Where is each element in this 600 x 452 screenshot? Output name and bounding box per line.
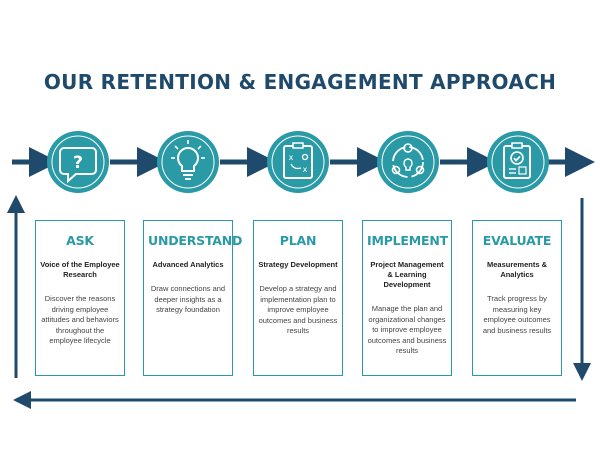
step-card-understand: UNDERSTAND Advanced Analytics Draw conne… [143, 220, 243, 376]
step-description: Manage the plan and organizational chang… [367, 304, 447, 355]
step-heading: IMPLEMENT [367, 233, 448, 248]
gear-cycle-icon [377, 131, 439, 193]
clipboard-check-icon [487, 131, 549, 193]
svg-text:?: ? [73, 153, 83, 173]
feedback-loop [7, 195, 591, 409]
step-subtitle: Project Management & Learning Developmen… [370, 260, 444, 289]
step-card-plan: PLAN Strategy Development Develop a stra… [253, 220, 343, 376]
page-title: OUR RETENTION & ENGAGEMENT APPROACH [43, 70, 557, 94]
step-description: Draw connections and deeper insights as … [150, 284, 226, 314]
step-description: Develop a strategy and implementation pl… [258, 284, 338, 335]
step-heading: EVALUATE [482, 233, 552, 248]
step-subtitle: Advanced Analytics [152, 260, 224, 269]
step-card-implement: IMPLEMENT Project Management & Learning … [362, 220, 452, 376]
step-subtitle: Voice of the Employee Research [40, 260, 120, 279]
lightbulb-icon [157, 131, 219, 193]
question-bubble-icon: ? [47, 131, 109, 193]
step-heading: PLAN [279, 233, 317, 248]
step-subtitle: Strategy Development [258, 260, 338, 269]
step-heading: ASK [66, 233, 94, 248]
step-card-evaluate: EVALUATE Measurements & Analytics Track … [472, 220, 562, 376]
step-description: Track progress by measuring key employee… [482, 294, 552, 335]
strategy-board-icon: x x [267, 131, 329, 193]
step-description: Discover the reasons driving employee at… [41, 294, 119, 345]
step-subtitle: Measurements & Analytics [486, 260, 548, 279]
step-heading: UNDERSTAND [148, 233, 243, 248]
step-circles: ? x x [47, 131, 549, 193]
svg-text:x: x [303, 165, 308, 174]
svg-text:x: x [289, 153, 294, 162]
step-card-ask: ASK Voice of the Employee Research Disco… [35, 220, 125, 376]
